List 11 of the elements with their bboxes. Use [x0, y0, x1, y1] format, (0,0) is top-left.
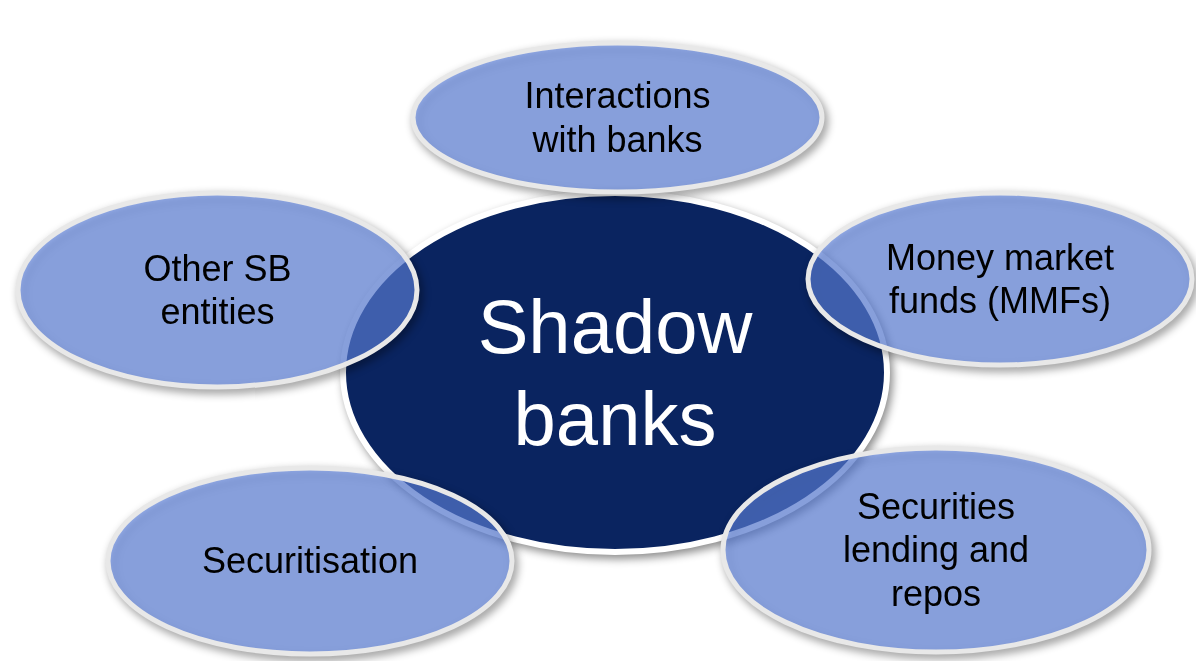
node-label: Interactions with banks	[523, 74, 712, 161]
ellipse-node	[410, 40, 825, 195]
node-label: Shadow banks	[476, 283, 754, 463]
ellipse-node	[720, 445, 1152, 655]
node-label: Securitisation	[201, 539, 419, 583]
ellipse-node	[15, 190, 420, 390]
ellipse-node	[805, 190, 1195, 368]
node-label: Money market funds (MMFs)	[884, 235, 1116, 323]
node-label: Securities lending and repos	[841, 485, 1031, 615]
ellipse-node	[105, 465, 515, 657]
node-label: Other SB entities	[142, 246, 293, 334]
